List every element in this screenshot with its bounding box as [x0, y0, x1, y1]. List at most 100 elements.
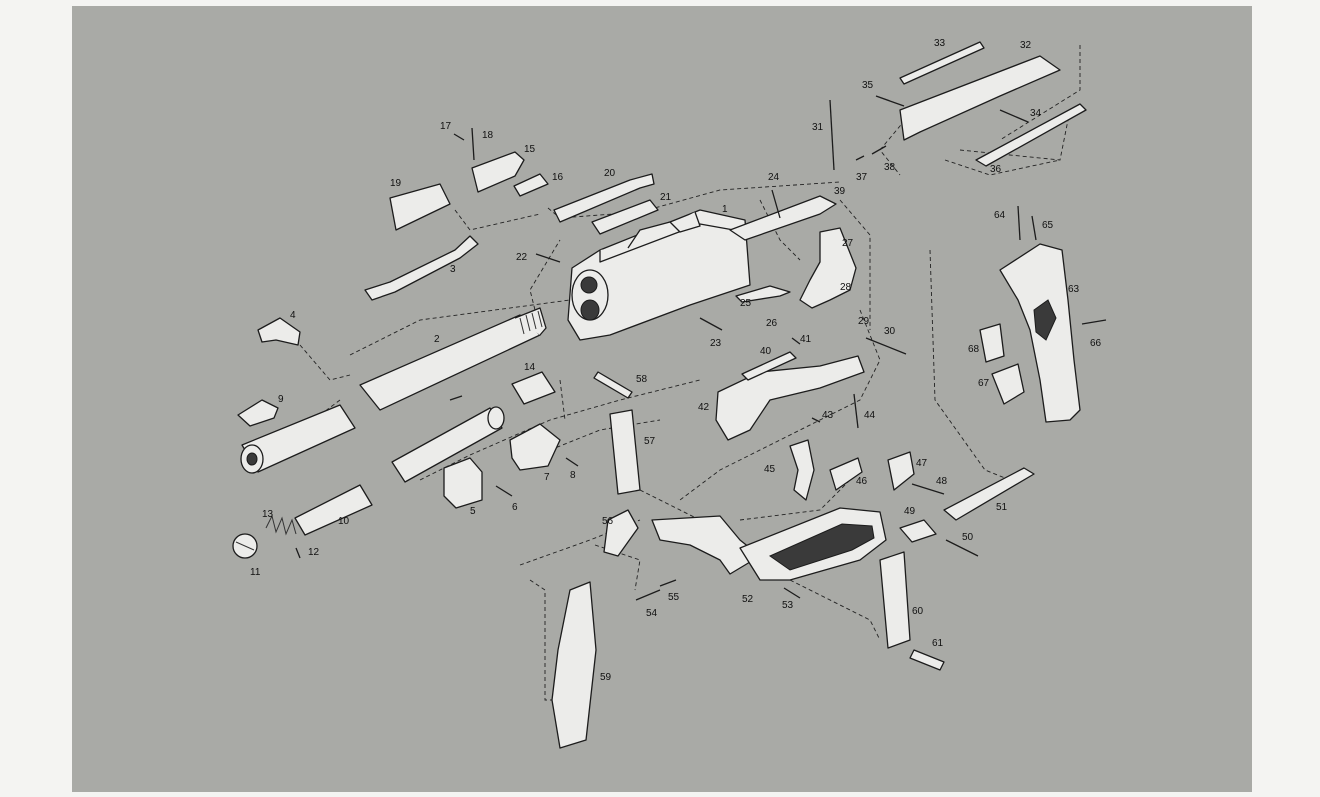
- part-13-spring: [265, 514, 297, 536]
- part-label-22: 22: [516, 252, 528, 263]
- part-label-2: 2: [434, 334, 440, 345]
- part-label-48: 48: [936, 476, 948, 487]
- part-label-11: 11: [250, 567, 261, 578]
- part-4-sight: [257, 317, 301, 346]
- part-label-46: 46: [856, 476, 868, 487]
- part-label-26: 26: [766, 318, 778, 329]
- part-63-stock-cutout: [1033, 299, 1057, 341]
- part-56: [603, 509, 639, 557]
- part-label-41: 41: [800, 334, 812, 345]
- part-label-54: 54: [646, 608, 658, 619]
- part-40: [741, 351, 797, 381]
- part-label-1: 1: [722, 204, 728, 215]
- part-32-bolt: [899, 55, 1061, 141]
- part-label-36: 36: [990, 164, 1002, 175]
- part-9-front-sight: [237, 399, 279, 427]
- part-51-spring: [943, 467, 1035, 521]
- part-label-10: 10: [338, 516, 350, 527]
- part-7-forearm-cap: [509, 423, 561, 471]
- part-52-lever: [651, 507, 887, 581]
- part-label-21: 21: [660, 192, 672, 203]
- part-label-49: 49: [904, 506, 916, 517]
- part-5-band: [443, 457, 483, 509]
- part-label-44: 44: [864, 410, 876, 421]
- part-label-61: 61: [932, 638, 944, 649]
- part-label-45: 45: [764, 464, 776, 475]
- part-3-spring: [364, 235, 479, 301]
- part-label-17: 17: [440, 121, 452, 132]
- part-27-hammer: [799, 227, 857, 309]
- part-label-32: 32: [1020, 40, 1032, 51]
- part-label-14: 14: [524, 362, 536, 373]
- part-label-20: 20: [604, 168, 616, 179]
- part-15: [471, 151, 525, 193]
- part-label-34: 34: [1030, 108, 1042, 119]
- part-label-59: 59: [600, 672, 612, 683]
- part-label-29: 29: [858, 316, 870, 327]
- part-label-42: 42: [698, 402, 710, 413]
- part-label-66: 66: [1090, 338, 1102, 349]
- exploded-parts-diagram: 1234567891011121314151617181920212223242…: [232, 38, 1107, 749]
- part-label-51: 51: [996, 502, 1008, 513]
- part-label-35: 35: [862, 80, 874, 91]
- part-label-5: 5: [470, 506, 476, 517]
- part-1-receiver: [567, 209, 751, 341]
- part-label-38: 38: [884, 162, 896, 173]
- part-label-57: 57: [644, 436, 656, 447]
- part-42-carrier: [715, 355, 865, 441]
- part-label-15: 15: [524, 144, 536, 155]
- part-label-7: 7: [544, 472, 550, 483]
- part-46: [829, 457, 863, 491]
- part-61-pin: [909, 649, 945, 671]
- part-label-47: 47: [916, 458, 928, 469]
- part-label-18: 18: [482, 130, 494, 141]
- part-label-37: 37: [856, 172, 868, 183]
- part-label-30: 30: [884, 326, 896, 337]
- parts-drawings: [232, 41, 1107, 749]
- part-label-13: 13: [262, 509, 274, 520]
- part-label-39: 39: [834, 186, 846, 197]
- part-label-8: 8: [570, 470, 576, 481]
- part-barrel-muzzle: [240, 404, 356, 474]
- part-59: [551, 581, 597, 749]
- part-14-plug: [511, 371, 556, 405]
- part-60-plate: [879, 551, 911, 649]
- part-label-65: 65: [1042, 220, 1054, 231]
- part-19: [389, 183, 451, 231]
- part-label-40: 40: [760, 346, 772, 357]
- part-label-43: 43: [822, 410, 834, 421]
- part-label-56: 56: [602, 516, 614, 527]
- small-hardware: [295, 95, 1107, 601]
- part-label-68: 68: [968, 344, 980, 355]
- part-label-28: 28: [840, 282, 852, 293]
- part-25: [735, 285, 791, 303]
- part-21: [591, 199, 659, 235]
- part-label-67: 67: [978, 378, 990, 389]
- part-label-4: 4: [290, 310, 296, 321]
- part-58-pin: [593, 371, 633, 399]
- part-67: [991, 363, 1025, 405]
- part-label-27: 27: [842, 238, 854, 249]
- part-2-barrel: [359, 307, 547, 411]
- part-label-3: 3: [450, 264, 456, 275]
- part-label-9: 9: [278, 394, 284, 405]
- part-label-23: 23: [710, 338, 722, 349]
- part-49: [899, 519, 937, 543]
- part-label-24: 24: [768, 172, 780, 183]
- part-label-6: 6: [512, 502, 518, 513]
- part-label-58: 58: [636, 374, 648, 385]
- part-39-tang: [729, 195, 837, 241]
- part-label-53: 53: [782, 600, 794, 611]
- part-label-33: 33: [934, 38, 946, 49]
- part-label-19: 19: [390, 178, 402, 189]
- part-label-50: 50: [962, 532, 974, 543]
- part-magazine-tube: [294, 406, 505, 536]
- part-57: [609, 409, 641, 495]
- part-45: [789, 439, 815, 501]
- part-16: [513, 173, 549, 197]
- part-label-60: 60: [912, 606, 924, 617]
- part-label-31: 31: [812, 122, 824, 133]
- part-label-64: 64: [994, 210, 1006, 221]
